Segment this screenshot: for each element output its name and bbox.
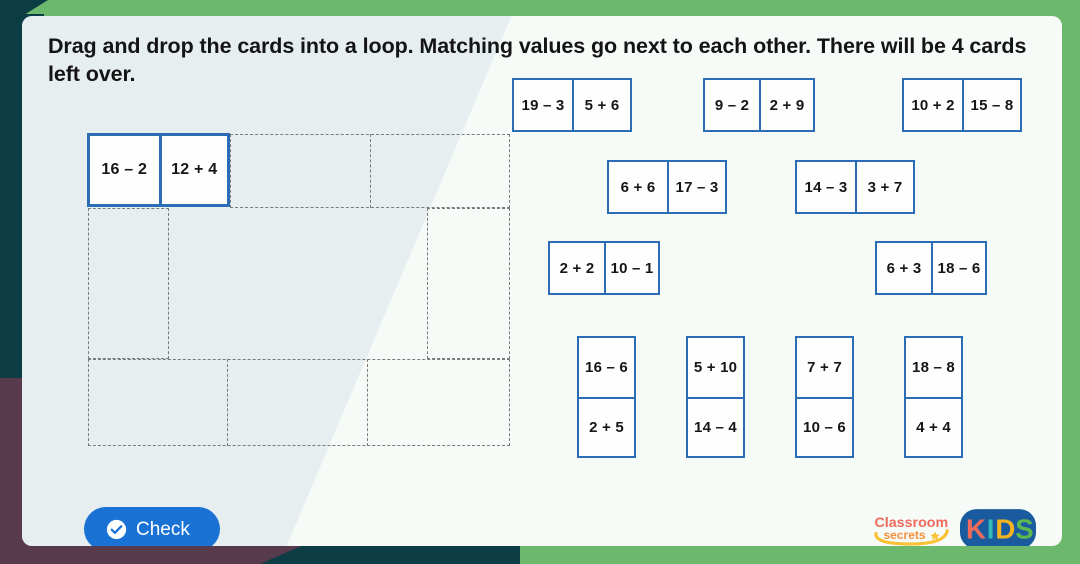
card-cell-bottom: 10 – 6 — [797, 397, 852, 456]
card-cell-left: 9 – 2 — [714, 96, 750, 114]
card-cell-bottom: 4 + 4 — [906, 397, 961, 456]
card-cell-left: 14 – 3 — [804, 178, 848, 196]
card-cell-right: 3 + 7 — [855, 162, 913, 212]
card-cell-left: 10 + 2 — [911, 96, 955, 114]
check-circle-icon — [106, 519, 127, 539]
classroom-secrets-logo: Classroom secrets — [874, 515, 949, 546]
card-cell-left: 19 – 3 — [521, 96, 565, 114]
card-cell-top: 18 – 8 — [912, 359, 955, 376]
kids-logo: K I D S — [960, 509, 1036, 546]
check-button[interactable]: Check — [84, 507, 220, 546]
activity-slide: Drag and drop the cards into a loop. Mat… — [22, 16, 1062, 546]
instruction-text: Drag and drop the cards into a loop. Mat… — [48, 34, 1027, 87]
tray-card-r4c1[interactable]: 16 – 6 2 + 5 — [577, 336, 636, 458]
kids-letter-i: I — [987, 514, 995, 545]
check-button-label: Check — [136, 518, 190, 540]
branding-logos: Classroom secrets K I D S — [873, 508, 1036, 546]
tray-card-r1c3[interactable]: 10 + 2 15 – 8 — [902, 78, 1022, 132]
svg-text:secrets: secrets — [884, 528, 926, 542]
tray-card-r2c2[interactable]: 14 – 3 3 + 7 — [795, 160, 915, 214]
tray-card-r3c2[interactable]: 6 + 3 18 – 6 — [875, 241, 987, 295]
card-cell-right: 12 + 4 — [158, 136, 228, 204]
card-cell-right: 5 + 6 — [572, 80, 630, 130]
card-cell-right: 2 + 9 — [759, 80, 813, 130]
tray-card-r4c3[interactable]: 7 + 7 10 – 6 — [795, 336, 854, 458]
tray-card-r2c1[interactable]: 6 + 6 17 – 3 — [607, 160, 727, 214]
card-cell-top: 16 – 6 — [585, 359, 628, 376]
loop-slot-divider-bottom-2 — [367, 359, 368, 446]
tray-card-r4c2[interactable]: 5 + 10 14 – 4 — [686, 336, 745, 458]
card-cell-left: 2 + 2 — [559, 259, 595, 277]
tray-card-r1c2[interactable]: 9 – 2 2 + 9 — [703, 78, 815, 132]
card-cell-left: 6 + 6 — [620, 178, 656, 196]
loop-drop-area[interactable]: 16 – 2 12 + 4 — [87, 133, 510, 446]
kids-letter-k: K — [966, 514, 986, 545]
loop-slot-right[interactable] — [427, 208, 510, 359]
card-cell-right: 17 – 3 — [667, 162, 725, 212]
card-cell-top: 5 + 10 — [693, 359, 738, 376]
card-cell-bottom: 14 – 4 — [688, 397, 743, 456]
loop-slot-divider-bottom-1 — [227, 359, 228, 446]
kids-letter-d: D — [995, 514, 1015, 545]
tray-card-r3c1[interactable]: 2 + 2 10 – 1 — [548, 241, 660, 295]
card-cell-bottom: 2 + 5 — [579, 397, 634, 456]
card-cell-left: 16 – 2 — [101, 161, 148, 178]
loop-slot-bottom[interactable] — [88, 359, 510, 446]
card-cell-right: 10 – 1 — [604, 243, 658, 293]
tray-card-r4c4[interactable]: 18 – 8 4 + 4 — [904, 336, 963, 458]
svg-text:Classroom: Classroom — [875, 515, 949, 531]
card-cell-right: 15 – 8 — [962, 80, 1020, 130]
loop-slot-left[interactable] — [88, 208, 169, 359]
card-cell-right: 18 – 6 — [931, 243, 985, 293]
card-cell-top: 7 + 7 — [807, 359, 842, 376]
loop-slot-divider-top — [370, 134, 371, 208]
tray-card-r1c1[interactable]: 19 – 3 5 + 6 — [512, 78, 632, 132]
placed-card[interactable]: 16 – 2 12 + 4 — [87, 133, 230, 207]
card-cell-left: 6 + 3 — [886, 259, 922, 277]
kids-letter-s: S — [1015, 514, 1033, 545]
